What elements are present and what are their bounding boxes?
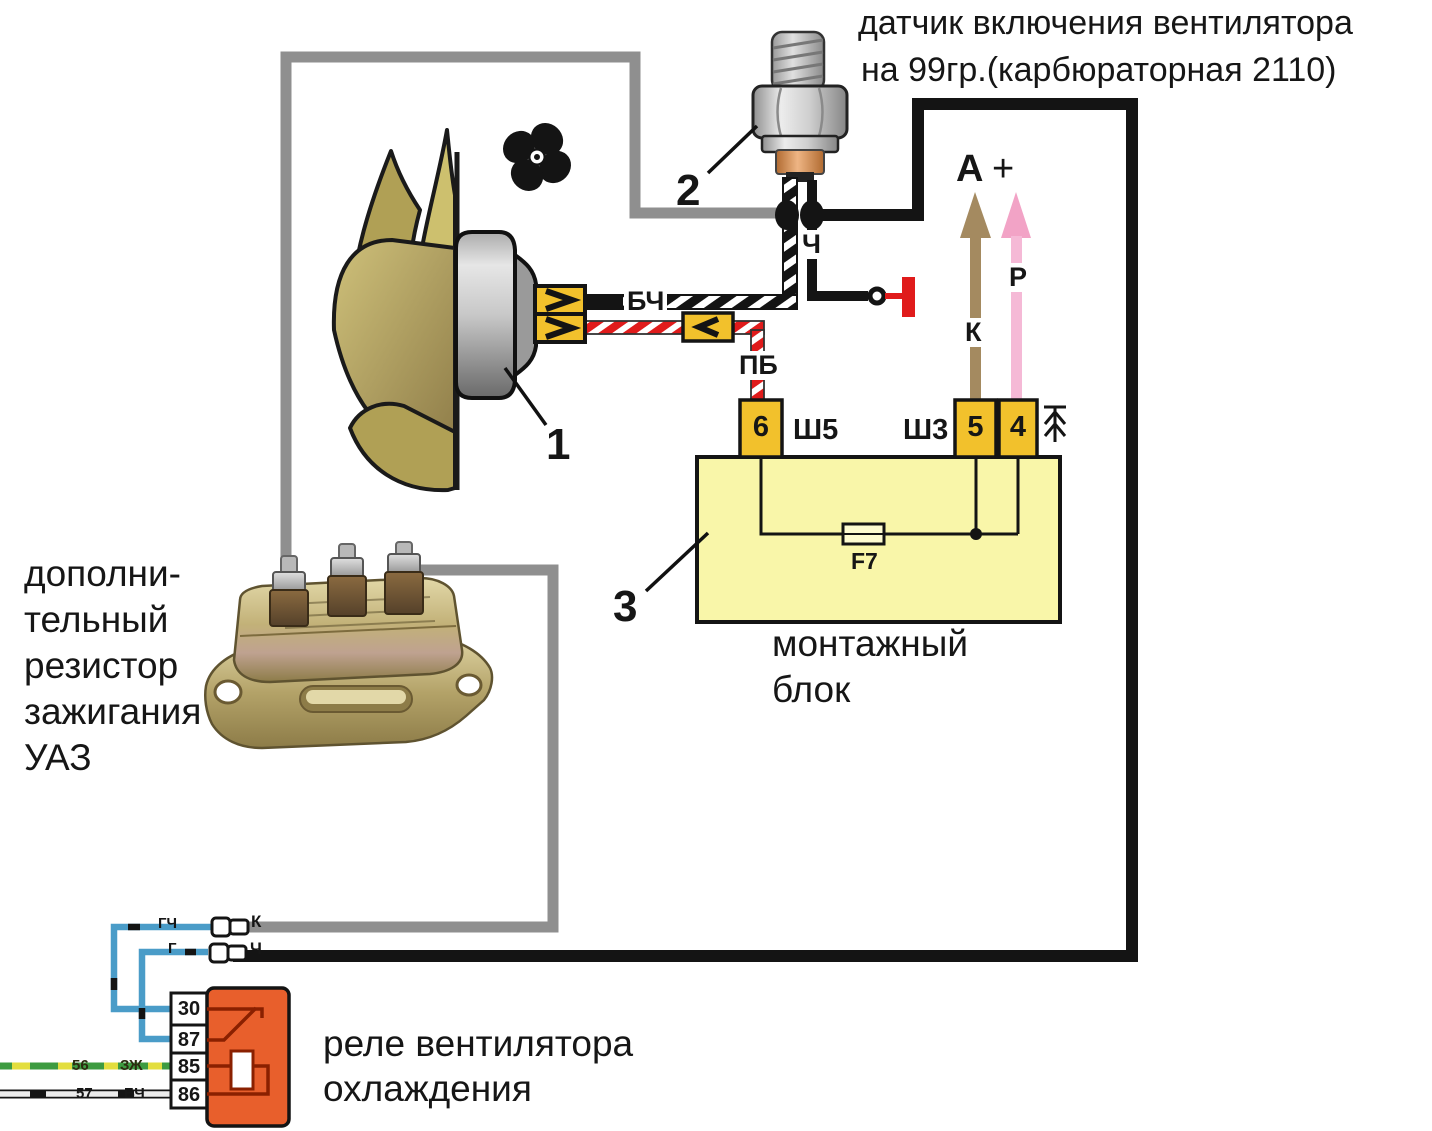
wire-label-bch2: БЧ: [124, 1085, 145, 1102]
fan-relay: [0, 916, 291, 1128]
wire-label-bch: БЧ: [624, 287, 668, 316]
title-line1: датчик включения вентилятора: [858, 4, 1353, 42]
block-pin-4: [997, 398, 1039, 459]
block-pin-6: [738, 398, 784, 459]
wire-label-ch: Ч: [799, 230, 824, 259]
ignition-resistor: [204, 541, 494, 750]
fan-icon: [503, 123, 571, 191]
label-a-plus-a: А: [956, 148, 984, 190]
block-caption-1: монтажный: [772, 623, 969, 664]
wire-label-zzh: ЗЖ: [120, 1057, 143, 1074]
relay-pin-86: [169, 1078, 209, 1110]
label-a-plus-sign: +: [992, 148, 1015, 190]
ground-symbol: [1043, 405, 1067, 442]
block-pin-5-label: 5: [967, 411, 984, 443]
relay-pin-30-label: 30: [177, 998, 201, 1020]
relay-connectors: [208, 916, 250, 964]
wire-label-56: 56: [72, 1057, 89, 1074]
relay-caption-1: реле вентилятора: [323, 1023, 634, 1064]
resistor-caption-3: резистор: [24, 645, 179, 686]
coolant-temp-sensor: [751, 30, 849, 182]
callout-block: 3: [613, 582, 638, 631]
relay-caption-2: охлаждения: [323, 1068, 532, 1109]
callout-fan: 1: [546, 420, 571, 469]
inline-connector: [681, 311, 735, 343]
relay-blue-wire-87: [138, 948, 208, 1043]
wire-brown-k: [960, 192, 991, 402]
title-line2: на 99гр.(карбюраторная 2110): [861, 51, 1337, 89]
block-pin-5: [953, 398, 998, 459]
wire-label-k: К: [962, 318, 985, 347]
relay-wire-label-g: Г: [168, 940, 177, 957]
relay-wire-label-ch2: Ч: [250, 939, 262, 958]
wire-pink-r: [1001, 192, 1031, 402]
wire-label-r: Р: [1006, 263, 1031, 292]
black-wire-main: [233, 98, 1138, 962]
callout-line-sensor: [706, 124, 759, 175]
relay-pin-87-label: 87: [177, 1029, 201, 1051]
fuse-label: F7: [851, 548, 878, 574]
fan-motor: [454, 230, 538, 400]
relay-wire-label-gch: ГЧ: [158, 915, 178, 932]
fan-connector: [533, 284, 587, 344]
resistor-caption-5: УАЗ: [24, 737, 92, 778]
wire-sensor-black: [807, 180, 915, 317]
wire-label-57: 57: [76, 1085, 93, 1102]
conn-sh3-label: Ш3: [903, 414, 949, 446]
block-pin-6-label: 6: [752, 411, 770, 443]
mounting-block: [695, 398, 1062, 624]
block-pin-4-label: 4: [1009, 411, 1027, 443]
block-caption-2: блок: [772, 669, 851, 710]
callout-line-fan: [503, 366, 548, 427]
relay-pin-86-label: 86: [177, 1084, 201, 1106]
resistor-caption-4: зажигания: [24, 691, 202, 732]
resistor-caption-2: тельный: [24, 599, 169, 640]
callout-line-block: [644, 531, 710, 593]
gray-wire-resistor-to-sensor: [280, 51, 786, 566]
callout-sensor: 2: [676, 166, 701, 215]
relay-wire-label-k: К: [251, 912, 262, 931]
resistor-studs: [269, 541, 424, 627]
wire-label-pb: ПБ: [736, 351, 781, 380]
fan-blades: [331, 128, 457, 493]
conn-sh5-label: Ш5: [793, 414, 839, 446]
resistor-caption-1: дополни-: [24, 553, 181, 594]
junction-dot-left: [775, 200, 799, 230]
relay-pin-85-label: 85: [177, 1056, 201, 1078]
junction-dot-right: [800, 200, 824, 230]
